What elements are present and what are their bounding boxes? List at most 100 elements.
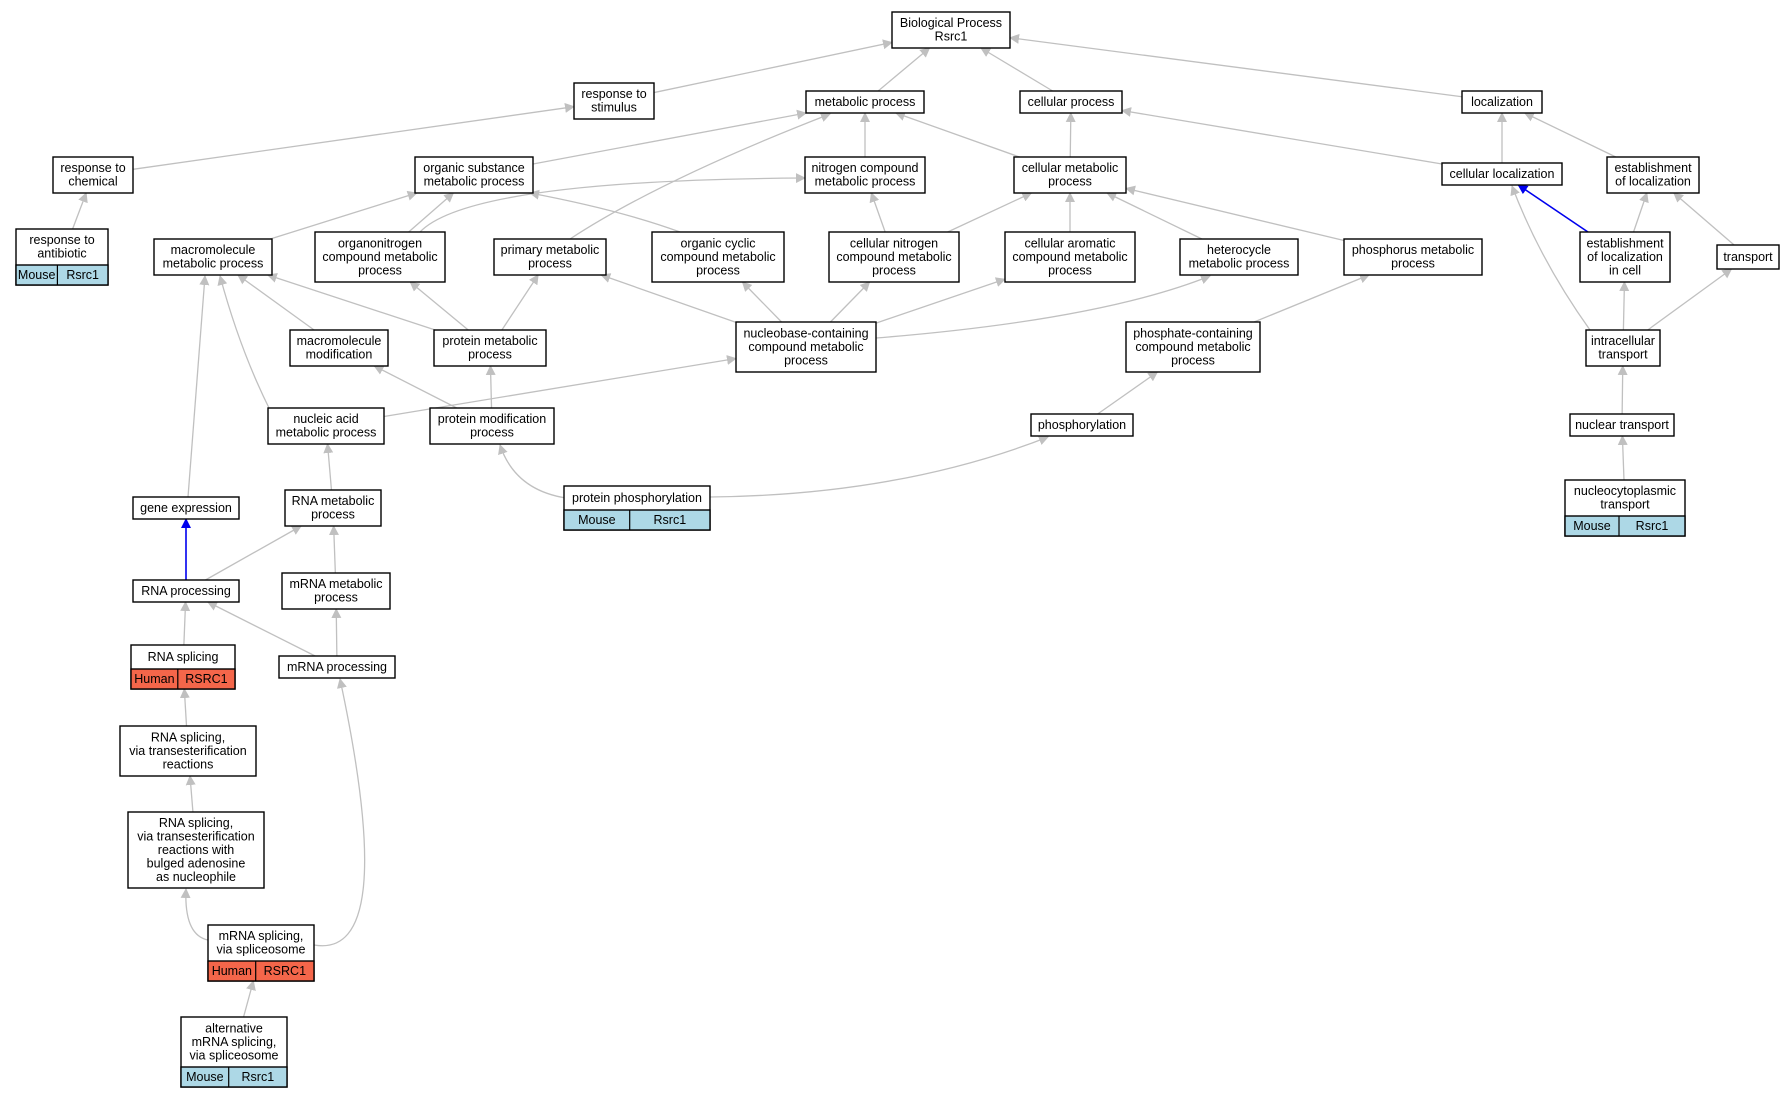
edge-cellular_process-to-root [980,47,1054,92]
node-label-line: bulged adenosine [147,856,246,870]
species-gene: Rsrc1 [242,1070,275,1084]
node-box [52,156,134,194]
edge-nucleocytoplasmic_transport-to-nuclear_transport [1617,435,1628,481]
node-label-line: organonitrogen [338,236,422,250]
node-box [433,329,547,367]
node-label-line: organic substance [423,161,525,175]
edge-localization-to-root [1009,33,1463,98]
node-label-line: of localization [1615,175,1691,189]
node-box [1004,231,1136,283]
edge-mrna_splicing_via_spliceosome-to-rna_splicing_bulged_adenosine [180,888,209,941]
node-label-line: metabolic process [163,257,264,271]
edge-protein_phosphorylation-to-protein_modification_process [498,444,567,499]
node-metabolic-process[interactable]: metabolic process [805,90,925,114]
species-gene: RSRC1 [185,672,227,686]
node-box [891,11,1011,49]
edge-phosphate_containing_compound_metabolic_process-to-phosphorus_metabolic_process [1253,273,1370,323]
species-organism: Human [212,964,252,978]
node-cellular-process[interactable]: cellular process [1019,90,1123,114]
species-gene: Rsrc1 [1636,519,1669,533]
node-rna-splicing-bulged-adenosine[interactable]: RNA splicing,via transesterificationreac… [127,811,265,889]
node-label-line: protein metabolic [442,334,537,348]
node-label-line: alternative [205,1021,263,1035]
node-mrna-processing[interactable]: mRNA processing [278,655,396,679]
node-box [493,238,607,276]
node-label-line: cellular aromatic [1024,236,1115,250]
node-box [132,496,240,520]
node-label-line: metabolic process [276,426,377,440]
edge-gene_expression-to-macromolecule_metabolic_process [187,275,210,498]
edge-macromolecule_modification-to-macromolecule_metabolic_process [237,274,315,331]
node-transport[interactable]: transport [1716,244,1780,270]
node-label-line: reactions [163,757,214,771]
node-label-line: transport [1723,250,1773,264]
node-cellular-localization[interactable]: cellular localization [1441,162,1563,186]
edge-protein_metabolic_process-to-organonitrogen_compound_metabolic_process [409,281,469,331]
node-label-line: transport [1598,348,1648,362]
edge-nucleobase_containing_compound_metabolic_process-to-organic_cyclic_compound_metabolic_process [741,281,783,323]
node-box [278,655,396,679]
node-box [281,572,391,610]
node-box [1585,329,1661,367]
node-box [1179,238,1299,276]
node-rna-splicing-transesterification[interactable]: RNA splicing,via transesterificationreac… [119,725,257,777]
species-gene: Rsrc1 [654,513,687,527]
node-label-line: phosphate-containing [1133,326,1253,340]
node-phosphorylation[interactable]: phosphorylation [1030,413,1134,437]
node-label-line: phosphorylation [1038,418,1126,432]
node-gene-expression[interactable]: gene expression [132,496,240,520]
edge-response_to_stimulus-to-root [653,39,893,94]
edge-protein_metabolic_process-to-macromolecule_metabolic_process [266,273,436,331]
node-label-line: of localization [1587,250,1663,264]
node-localization[interactable]: localization [1461,90,1543,114]
node-rna-processing[interactable]: RNA processing [132,579,240,603]
edge-cellular_metabolic_process-to-cellular_process [1065,112,1076,158]
species-band [207,960,315,982]
node-label-line: nucleobase-containing [743,326,868,340]
edge-nucleobase_containing_compound_metabolic_process-to-cellular_nitrogen_compound_metabolic_process [829,281,871,323]
edge-alternative_mrna_splicing-to-mrna_splicing_via_spliceosome [242,980,256,1018]
node-label-line: metabolic process [815,95,916,109]
node-label-line: via transesterification [129,744,246,758]
node-label-line: gene expression [140,501,232,515]
node-box [573,82,655,120]
edge-organic_substance_metabolic_process-to-metabolic_process [532,109,808,165]
node-nuclear-transport[interactable]: nuclear transport [1569,413,1675,437]
species-organism: Mouse [1573,519,1611,533]
node-label-line: compound metabolic [660,250,775,264]
node-box [1606,156,1700,194]
node-box [153,238,273,276]
